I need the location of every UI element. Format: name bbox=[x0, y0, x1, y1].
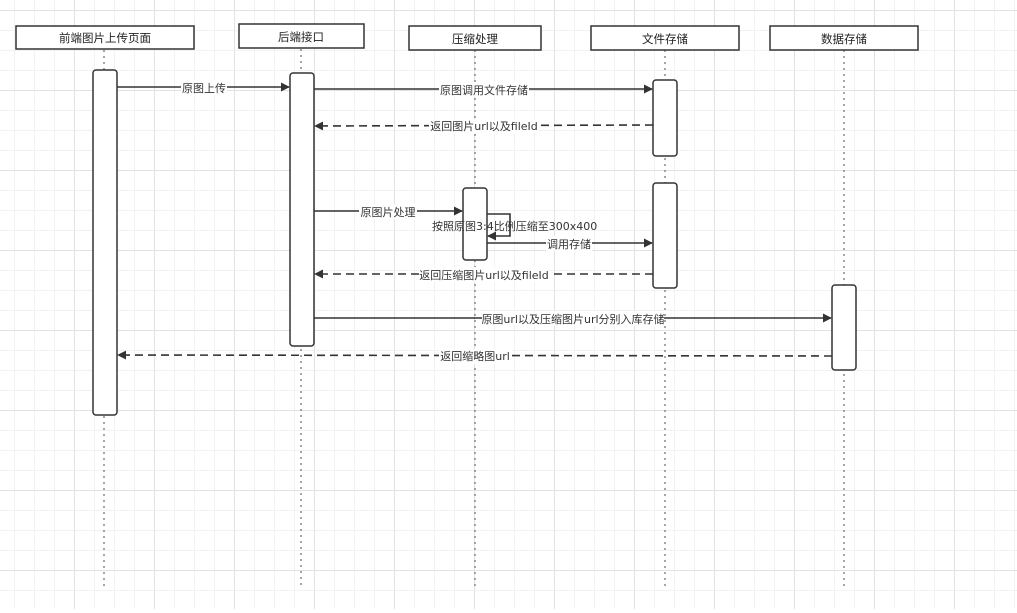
participant-datastore[interactable]: 数据存储 bbox=[769, 25, 919, 51]
message-label: 原图片处理 bbox=[361, 206, 416, 219]
participant-compress[interactable]: 压缩处理 bbox=[408, 25, 542, 51]
participant-label-compress: 压缩处理 bbox=[452, 32, 498, 46]
message-label-bg bbox=[181, 80, 227, 95]
activation-filestore-1[interactable] bbox=[652, 79, 678, 157]
message-return-thumbnail[interactable]: 返回缩略图url bbox=[117, 349, 833, 364]
message-call-filestore[interactable]: 原图调用文件存储 bbox=[314, 82, 653, 97]
participant-label-frontend: 前端图片上传页面 bbox=[59, 31, 151, 45]
participant-label-datastore: 数据存储 bbox=[821, 32, 867, 46]
message-label: 返回图片url以及fileId bbox=[430, 120, 538, 133]
message-label-bg bbox=[439, 82, 529, 97]
activation-frontend[interactable] bbox=[92, 69, 118, 416]
message-store-db[interactable]: 原图url以及压缩图片url分别入库存储 bbox=[314, 311, 832, 326]
message-upload-original[interactable]: 原图上传 bbox=[117, 80, 290, 95]
activation-backend[interactable] bbox=[289, 72, 315, 347]
participant-frontend[interactable]: 前端图片上传页面 bbox=[15, 25, 195, 50]
participant-label-filestore: 文件存储 bbox=[642, 32, 688, 46]
message-label-bg bbox=[482, 311, 664, 326]
message-call-store[interactable]: 调用存储 bbox=[487, 236, 653, 251]
message-label: 返回压缩图片url以及fileId bbox=[419, 269, 549, 282]
message-label: 原图url以及压缩图片url分别入库存储 bbox=[481, 312, 664, 326]
message-label-bg bbox=[359, 204, 417, 219]
message-label: 原图上传 bbox=[182, 82, 226, 95]
message-return-compressed[interactable]: 返回压缩图片url以及fileId bbox=[314, 267, 653, 282]
message-label: 按照原图3:4比例压缩至300x400 bbox=[432, 219, 597, 233]
message-return-fileid[interactable]: 返回图片url以及fileId bbox=[314, 119, 654, 134]
message-label: 返回缩略图url bbox=[440, 349, 510, 363]
message-label: 原图调用文件存储 bbox=[440, 83, 528, 97]
message-arrow bbox=[487, 213, 511, 241]
participant-backend[interactable]: 后端接口 bbox=[238, 23, 365, 49]
participant-filestore[interactable]: 文件存储 bbox=[590, 25, 740, 51]
message-label-bg bbox=[419, 267, 549, 282]
activations bbox=[92, 69, 857, 416]
participants: 前端图片上传页面 后端接口 压缩处理 文件存储 数据存储 bbox=[15, 23, 919, 51]
activation-filestore-2[interactable] bbox=[652, 182, 678, 289]
participant-label-backend: 后端接口 bbox=[278, 30, 324, 44]
message-self-compress[interactable]: 按照原图3:4比例压缩至300x400 bbox=[432, 213, 597, 241]
messages: 原图上传 原图调用文件存储 返回图片url以及fileId 原图片处理 bbox=[117, 80, 833, 364]
message-label-bg bbox=[429, 119, 539, 134]
message-label-bg bbox=[439, 349, 511, 364]
activation-compress[interactable] bbox=[462, 187, 488, 261]
message-label-bg bbox=[546, 236, 592, 251]
message-label: 调用存储 bbox=[547, 237, 591, 251]
activation-datastore[interactable] bbox=[831, 284, 857, 371]
message-process-image[interactable]: 原图片处理 bbox=[314, 204, 463, 219]
